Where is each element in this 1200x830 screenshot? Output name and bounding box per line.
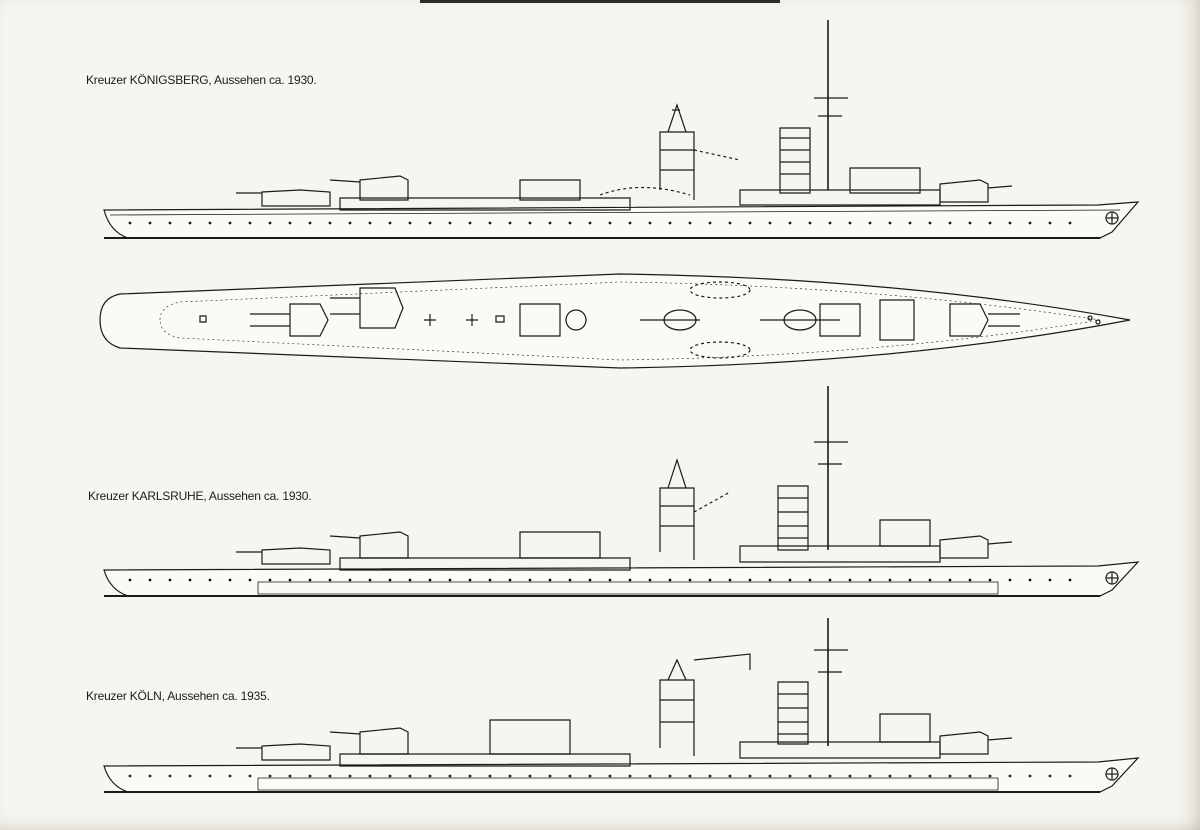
koeln-side-elevation bbox=[0, 610, 1200, 810]
caption-karlsruhe: Kreuzer KARLSRUHE, Aussehen ca. 1930. bbox=[88, 489, 312, 503]
top-edge-strip bbox=[420, 0, 780, 3]
caption-koeln: Kreuzer KÖLN, Aussehen ca. 1935. bbox=[86, 689, 270, 703]
koenigsberg-side-elevation bbox=[0, 10, 1200, 250]
caption-koenigsberg: Kreuzer KÖNIGSBERG, Aussehen ca. 1930. bbox=[86, 73, 317, 87]
karlsruhe-side-elevation bbox=[0, 382, 1200, 602]
koenigsberg-deck-plan bbox=[0, 268, 1200, 378]
